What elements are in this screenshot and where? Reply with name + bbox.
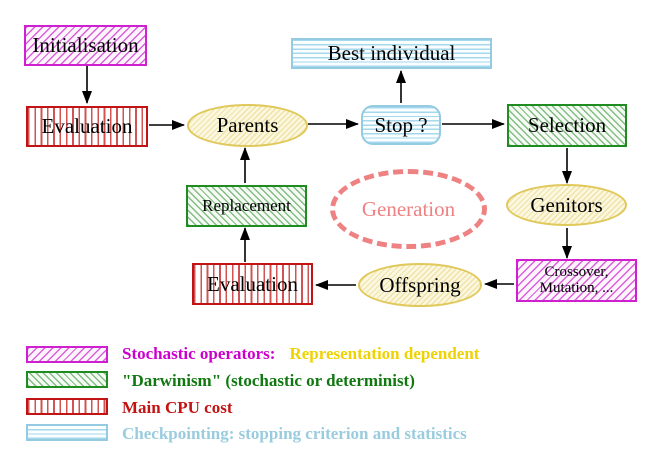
node-evaluation-bottom: Evaluation (192, 263, 313, 305)
offspring-label: Offspring (379, 272, 461, 297)
legend-swatch-cpu-cost (26, 398, 108, 415)
replacement-label: Replacement (202, 196, 291, 216)
legend-row-stochastic-operators: Stochastic operators: Representation depe… (122, 344, 479, 364)
stop-label: Stop ? (374, 112, 428, 137)
node-best-individual: Best individual (291, 38, 492, 69)
legend-stochastic-label: Stochastic operators: (122, 344, 276, 363)
selection-label: Selection (527, 113, 607, 138)
generation-label: Generation (361, 196, 456, 221)
initialisation-label: Initialisation (32, 33, 139, 58)
legend-checkpoint-label: Checkpointing: stopping criterion and st… (122, 424, 467, 443)
node-replacement: Replacement (186, 185, 307, 227)
node-crossover-mutation: Crossover, Mutation, ... (516, 259, 637, 302)
legend-swatch-stochastic-operators (26, 346, 108, 363)
node-parents: Parents (187, 104, 308, 147)
parents-label: Parents (216, 113, 279, 138)
evaluation-bottom-label: Evaluation (207, 271, 298, 296)
best-individual-label: Best individual (327, 41, 456, 66)
node-initialisation: Initialisation (24, 25, 147, 66)
node-generation: Generation (330, 169, 487, 249)
node-evaluation-top: Evaluation (26, 106, 148, 147)
node-offspring: Offspring (358, 263, 482, 307)
genitors-label: Genitors (530, 192, 603, 217)
node-stop: Stop ? (361, 105, 441, 145)
node-genitors: Genitors (506, 184, 627, 226)
evaluation-top-label: Evaluation (41, 114, 133, 139)
node-selection: Selection (507, 104, 627, 147)
crossover-label-line1: Crossover, (544, 263, 609, 280)
legend-representation-label: Representation dependent (289, 344, 480, 363)
crossover-label-line2: Mutation, ... (539, 279, 614, 296)
legend-swatch-darwinism (26, 371, 108, 388)
legend-cpu-label: Main CPU cost (122, 398, 233, 417)
legend-swatch-checkpointing (26, 424, 108, 441)
legend-darwinism-label: "Darwinism" (stochastic or determinist) (122, 371, 415, 390)
